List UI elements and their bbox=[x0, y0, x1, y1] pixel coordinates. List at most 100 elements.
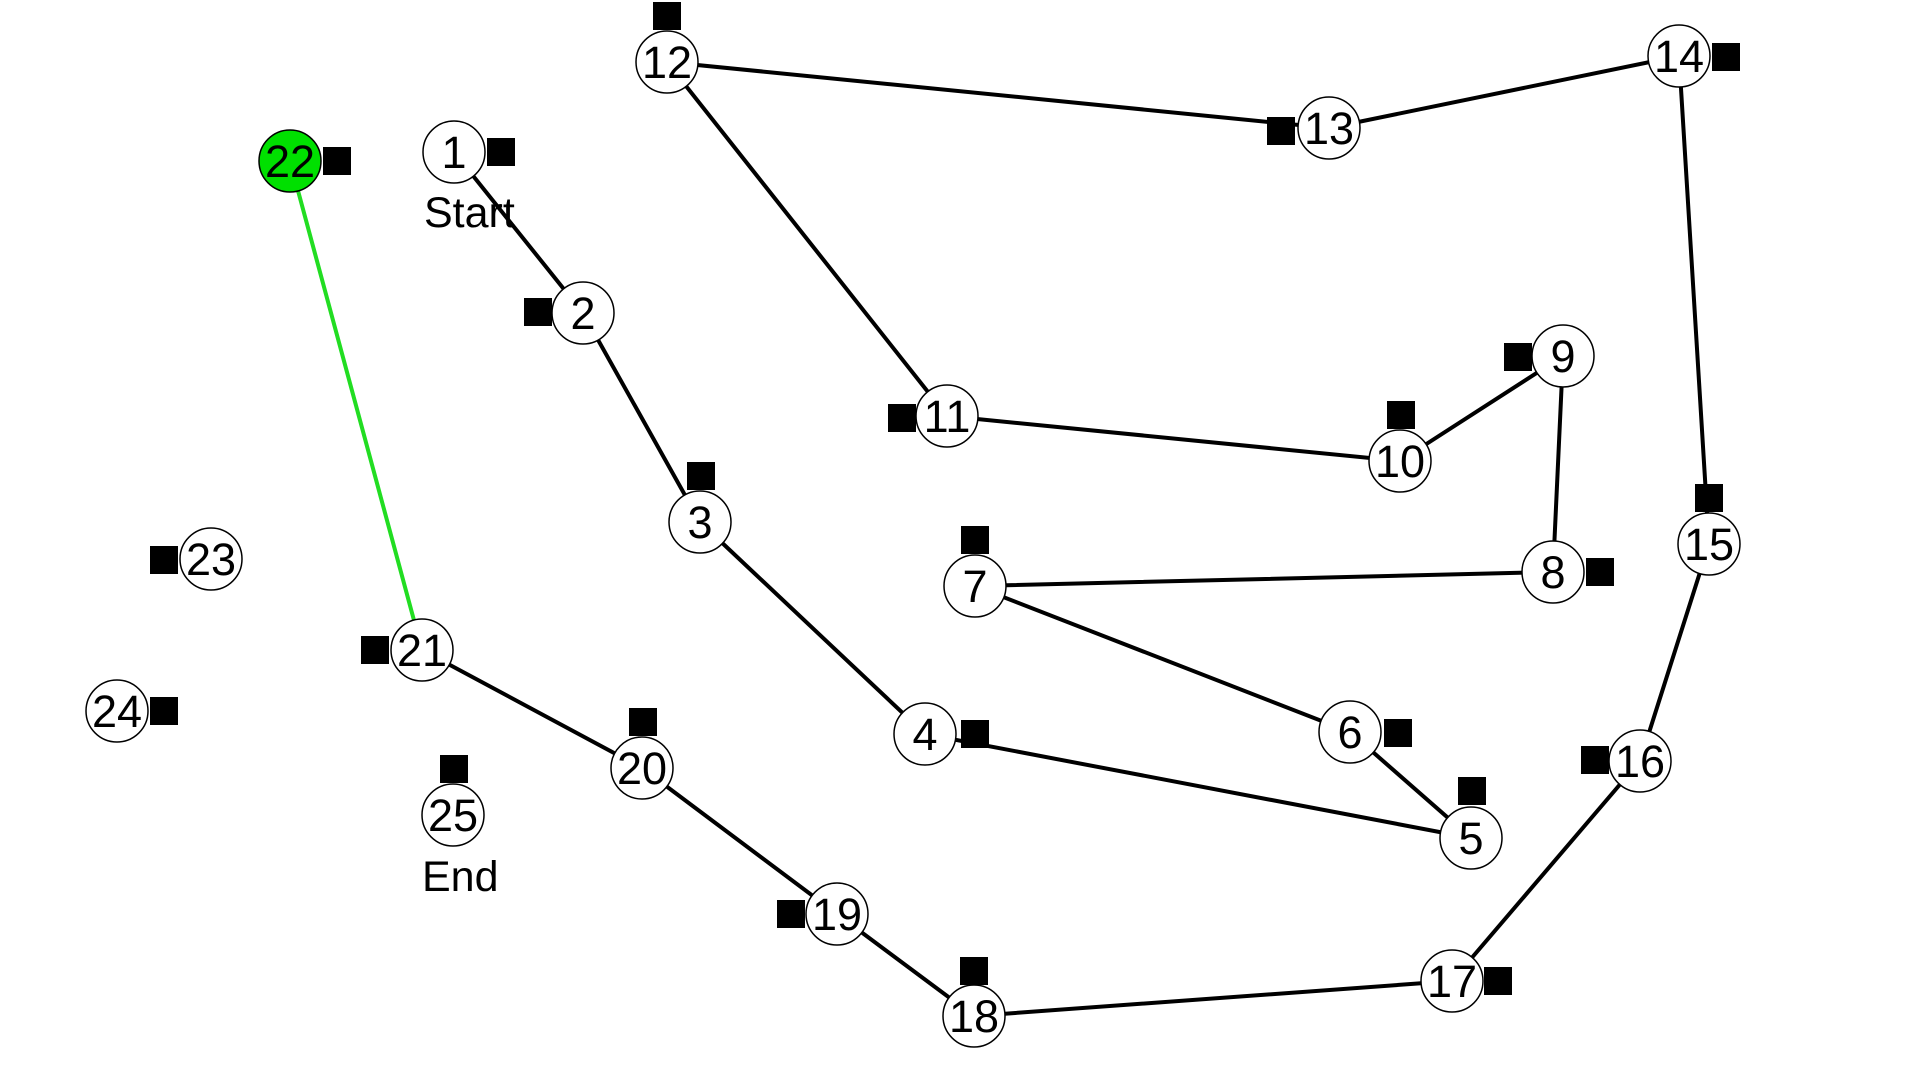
node-1[interactable]: 1 bbox=[422, 120, 486, 184]
node-marker-10 bbox=[1387, 401, 1415, 429]
node-marker-1 bbox=[487, 138, 515, 166]
node-label-14: 14 bbox=[1654, 31, 1704, 82]
node-circle-15 bbox=[1677, 512, 1741, 576]
edge-15-16 bbox=[1638, 542, 1711, 763]
node-label-16: 16 bbox=[1615, 736, 1665, 787]
node-label-4: 4 bbox=[912, 709, 937, 760]
node-label-7: 7 bbox=[962, 561, 987, 612]
node-marker-9 bbox=[1504, 343, 1532, 371]
node-23[interactable]: 23 bbox=[179, 527, 243, 591]
node-marker-2 bbox=[524, 298, 552, 326]
node-marker-8 bbox=[1586, 558, 1614, 586]
node-circle-13 bbox=[1297, 96, 1361, 160]
edge-8-9 bbox=[1551, 354, 1565, 574]
node-9[interactable]: 9 bbox=[1531, 324, 1595, 388]
node-22[interactable]: 22 bbox=[258, 129, 322, 193]
node-circle-1 bbox=[422, 120, 486, 184]
node-3[interactable]: 3 bbox=[668, 490, 732, 554]
node-10[interactable]: 10 bbox=[1368, 429, 1432, 493]
node-7[interactable]: 7 bbox=[943, 554, 1007, 618]
node-label-21: 21 bbox=[397, 625, 447, 676]
node-marker-22 bbox=[323, 147, 351, 175]
node-label-20: 20 bbox=[617, 743, 667, 794]
markers-layer bbox=[150, 2, 1740, 995]
node-marker-4 bbox=[961, 720, 989, 748]
node-label-23: 23 bbox=[186, 534, 236, 585]
node-16[interactable]: 16 bbox=[1608, 729, 1672, 793]
edge-12-13 bbox=[665, 60, 1331, 130]
node-15[interactable]: 15 bbox=[1677, 512, 1741, 576]
edge-7-8 bbox=[973, 570, 1555, 588]
node-label-2: 2 bbox=[570, 288, 595, 339]
node-circle-4 bbox=[893, 702, 957, 766]
node-label-5: 5 bbox=[1458, 813, 1483, 864]
node-label-13: 13 bbox=[1304, 103, 1354, 154]
edge-13-14 bbox=[1327, 54, 1681, 130]
node-12[interactable]: 12 bbox=[635, 30, 699, 94]
node-2[interactable]: 2 bbox=[551, 281, 615, 345]
node-label-22: 22 bbox=[265, 136, 315, 187]
edges-layer bbox=[288, 54, 1711, 1018]
node-marker-5 bbox=[1458, 777, 1486, 805]
node-circle-18 bbox=[942, 984, 1006, 1048]
node-label-15: 15 bbox=[1684, 519, 1734, 570]
node-circle-23 bbox=[179, 527, 243, 591]
node-marker-24 bbox=[150, 697, 178, 725]
node-circle-16 bbox=[1608, 729, 1672, 793]
edge-16-17 bbox=[1450, 759, 1642, 983]
node-circle-5 bbox=[1439, 806, 1503, 870]
node-18[interactable]: 18 bbox=[942, 984, 1006, 1048]
node-circle-24 bbox=[85, 679, 149, 743]
node-4[interactable]: 4 bbox=[893, 702, 957, 766]
node-marker-14 bbox=[1712, 43, 1740, 71]
end-label: End bbox=[422, 853, 499, 901]
node-19[interactable]: 19 bbox=[805, 882, 869, 946]
node-circle-9 bbox=[1531, 324, 1595, 388]
node-circle-20 bbox=[610, 736, 674, 800]
node-circle-2 bbox=[551, 281, 615, 345]
node-marker-12 bbox=[653, 2, 681, 30]
node-marker-21 bbox=[361, 636, 389, 664]
node-5[interactable]: 5 bbox=[1439, 806, 1503, 870]
node-circle-3 bbox=[668, 490, 732, 554]
node-label-25: 25 bbox=[428, 790, 478, 841]
active-edge-21-22 bbox=[288, 159, 424, 652]
node-marker-17 bbox=[1484, 967, 1512, 995]
node-14[interactable]: 14 bbox=[1647, 24, 1711, 88]
node-circle-14 bbox=[1647, 24, 1711, 88]
node-17[interactable]: 17 bbox=[1420, 949, 1484, 1013]
node-marker-18 bbox=[960, 957, 988, 985]
node-circle-19 bbox=[805, 882, 869, 946]
node-circle-25 bbox=[421, 783, 485, 847]
node-label-18: 18 bbox=[949, 991, 999, 1042]
node-20[interactable]: 20 bbox=[610, 736, 674, 800]
edge-11-12 bbox=[665, 60, 949, 418]
node-25[interactable]: 25 bbox=[421, 783, 485, 847]
start-label: Start bbox=[424, 189, 515, 237]
node-11[interactable]: 11 bbox=[915, 384, 979, 448]
edge-1-2 bbox=[452, 150, 585, 315]
edge-14-15 bbox=[1677, 54, 1711, 546]
edge-9-10 bbox=[1398, 354, 1565, 463]
node-circle-17 bbox=[1420, 949, 1484, 1013]
node-circle-10 bbox=[1368, 429, 1432, 493]
node-label-10: 10 bbox=[1375, 436, 1425, 487]
node-8[interactable]: 8 bbox=[1521, 540, 1585, 604]
node-24[interactable]: 24 bbox=[85, 679, 149, 743]
node-marker-25 bbox=[440, 755, 468, 783]
node-marker-16 bbox=[1581, 746, 1609, 774]
node-label-24: 24 bbox=[92, 686, 142, 737]
node-circle-11 bbox=[915, 384, 979, 448]
node-label-19: 19 bbox=[812, 889, 862, 940]
node-6[interactable]: 6 bbox=[1318, 700, 1382, 764]
node-circle-12 bbox=[635, 30, 699, 94]
node-circle-21 bbox=[390, 618, 454, 682]
node-13[interactable]: 13 bbox=[1297, 96, 1361, 160]
node-marker-6 bbox=[1384, 719, 1412, 747]
node-21[interactable]: 21 bbox=[390, 618, 454, 682]
edge-6-7 bbox=[973, 584, 1352, 734]
edge-2-3 bbox=[581, 311, 702, 524]
node-marker-11 bbox=[888, 404, 916, 432]
node-marker-23 bbox=[150, 546, 178, 574]
